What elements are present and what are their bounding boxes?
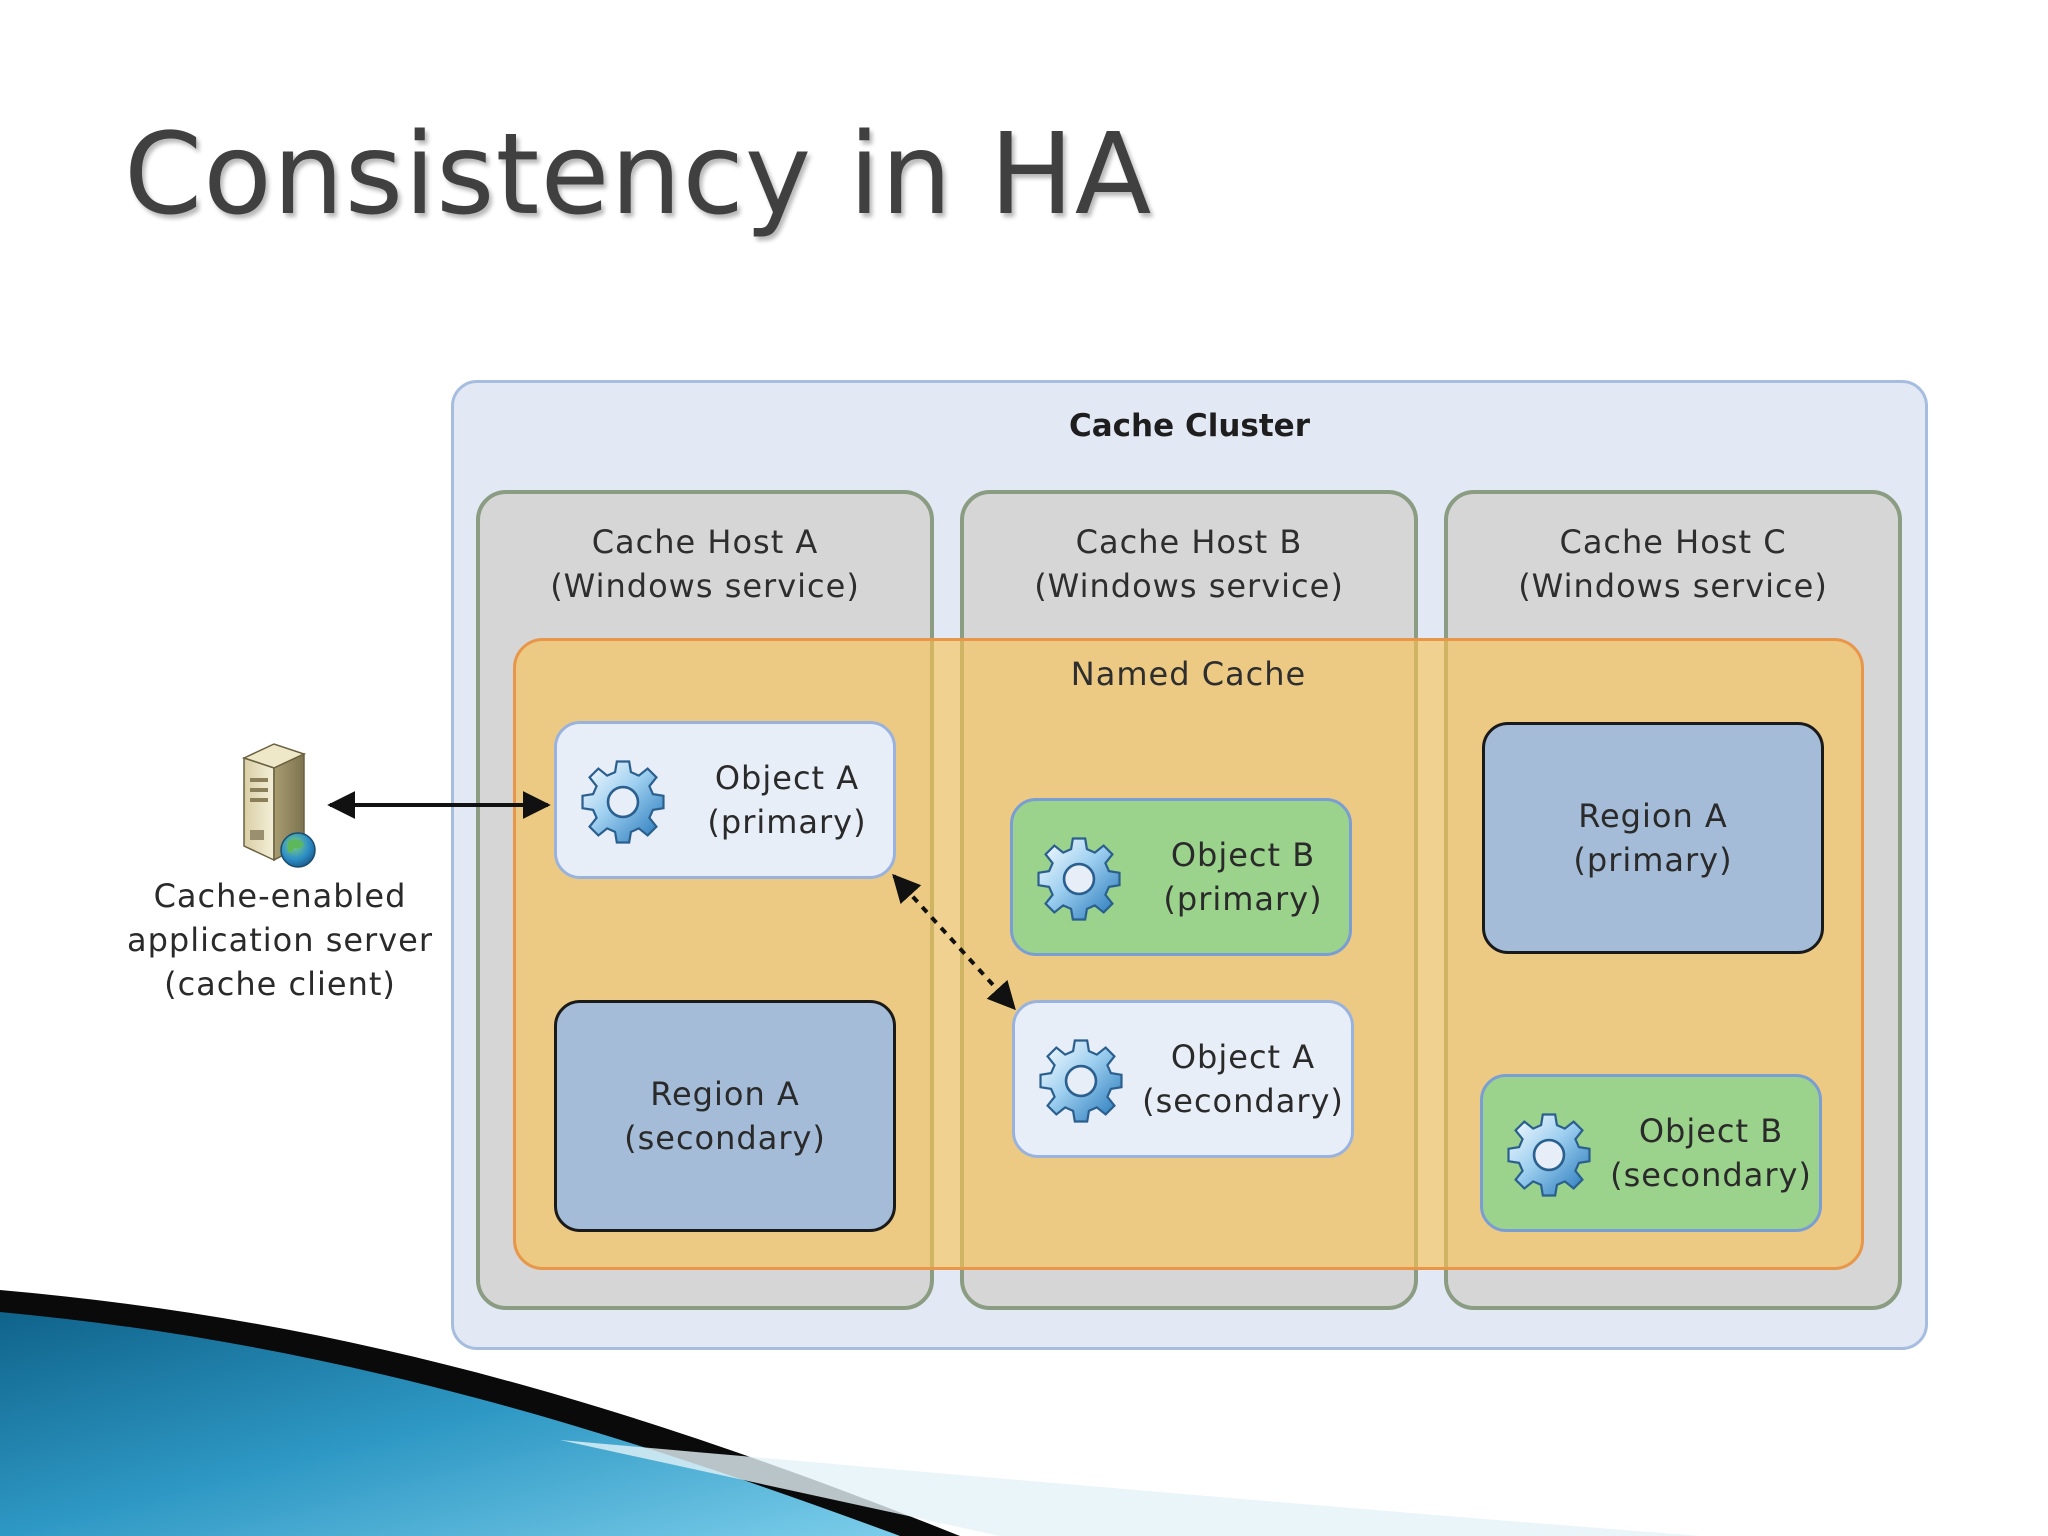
object-b-primary-role: (primary) [1163,880,1323,918]
object-b-primary-name: Object B [1170,836,1316,874]
region-a-primary: Region A (primary) [1482,722,1824,954]
cache-host-c-name: Cache Host C [1559,523,1787,561]
object-b-secondary-name: Object B [1638,1112,1784,1150]
object-a-secondary-role: (secondary) [1142,1082,1344,1120]
region-a-primary-label: Region A (primary) [1573,794,1732,882]
cache-client-line1: Cache-enabled [153,877,407,915]
cache-host-b-type: (Windows service) [1034,567,1344,605]
object-a-primary: Object A (primary) [554,721,896,879]
object-b-secondary-label: Object B (secondary) [1601,1109,1821,1197]
object-b-secondary: Object B (secondary) [1480,1074,1822,1232]
object-a-primary-name: Object A [714,759,860,797]
region-a-primary-name: Region A [1578,797,1728,835]
slide-title: Consistency in HA [124,110,1153,240]
region-a-primary-role: (primary) [1573,841,1733,879]
cache-client-line3: (cache client) [164,965,396,1003]
object-a-primary-role: (primary) [707,803,867,841]
cache-client-line2: application server [127,921,433,959]
region-a-secondary: Region A (secondary) [554,1000,896,1232]
cache-host-b-name: Cache Host B [1075,523,1303,561]
cache-host-b-label: Cache Host B (Windows service) [960,520,1418,608]
object-a-secondary-label: Object A (secondary) [1133,1035,1353,1123]
region-a-secondary-name: Region A [650,1075,800,1113]
named-cache-label: Named Cache [1070,655,1307,693]
cache-host-a-type: (Windows service) [550,567,860,605]
server-icon [241,743,316,868]
replication-arrow [892,873,1016,1011]
object-b-primary-label: Object B (primary) [1143,833,1343,921]
cache-host-a-name: Cache Host A [591,523,819,561]
object-b-secondary-role: (secondary) [1610,1156,1812,1194]
cache-host-a-label: Cache Host A (Windows service) [476,520,934,608]
cache-host-c-label: Cache Host C (Windows service) [1444,520,1902,608]
object-b-primary: Object B (primary) [1010,798,1352,956]
object-a-primary-label: Object A (primary) [687,756,887,844]
region-a-secondary-label: Region A (secondary) [624,1072,826,1160]
cache-cluster-title: Cache Cluster [1069,408,1310,444]
region-a-secondary-role: (secondary) [624,1119,826,1157]
object-a-secondary-name: Object A [1170,1038,1316,1076]
object-a-secondary: Object A (secondary) [1012,1000,1354,1158]
cache-host-c-type: (Windows service) [1518,567,1828,605]
cache-client-label: Cache-enabled application server (cache … [100,874,460,1006]
